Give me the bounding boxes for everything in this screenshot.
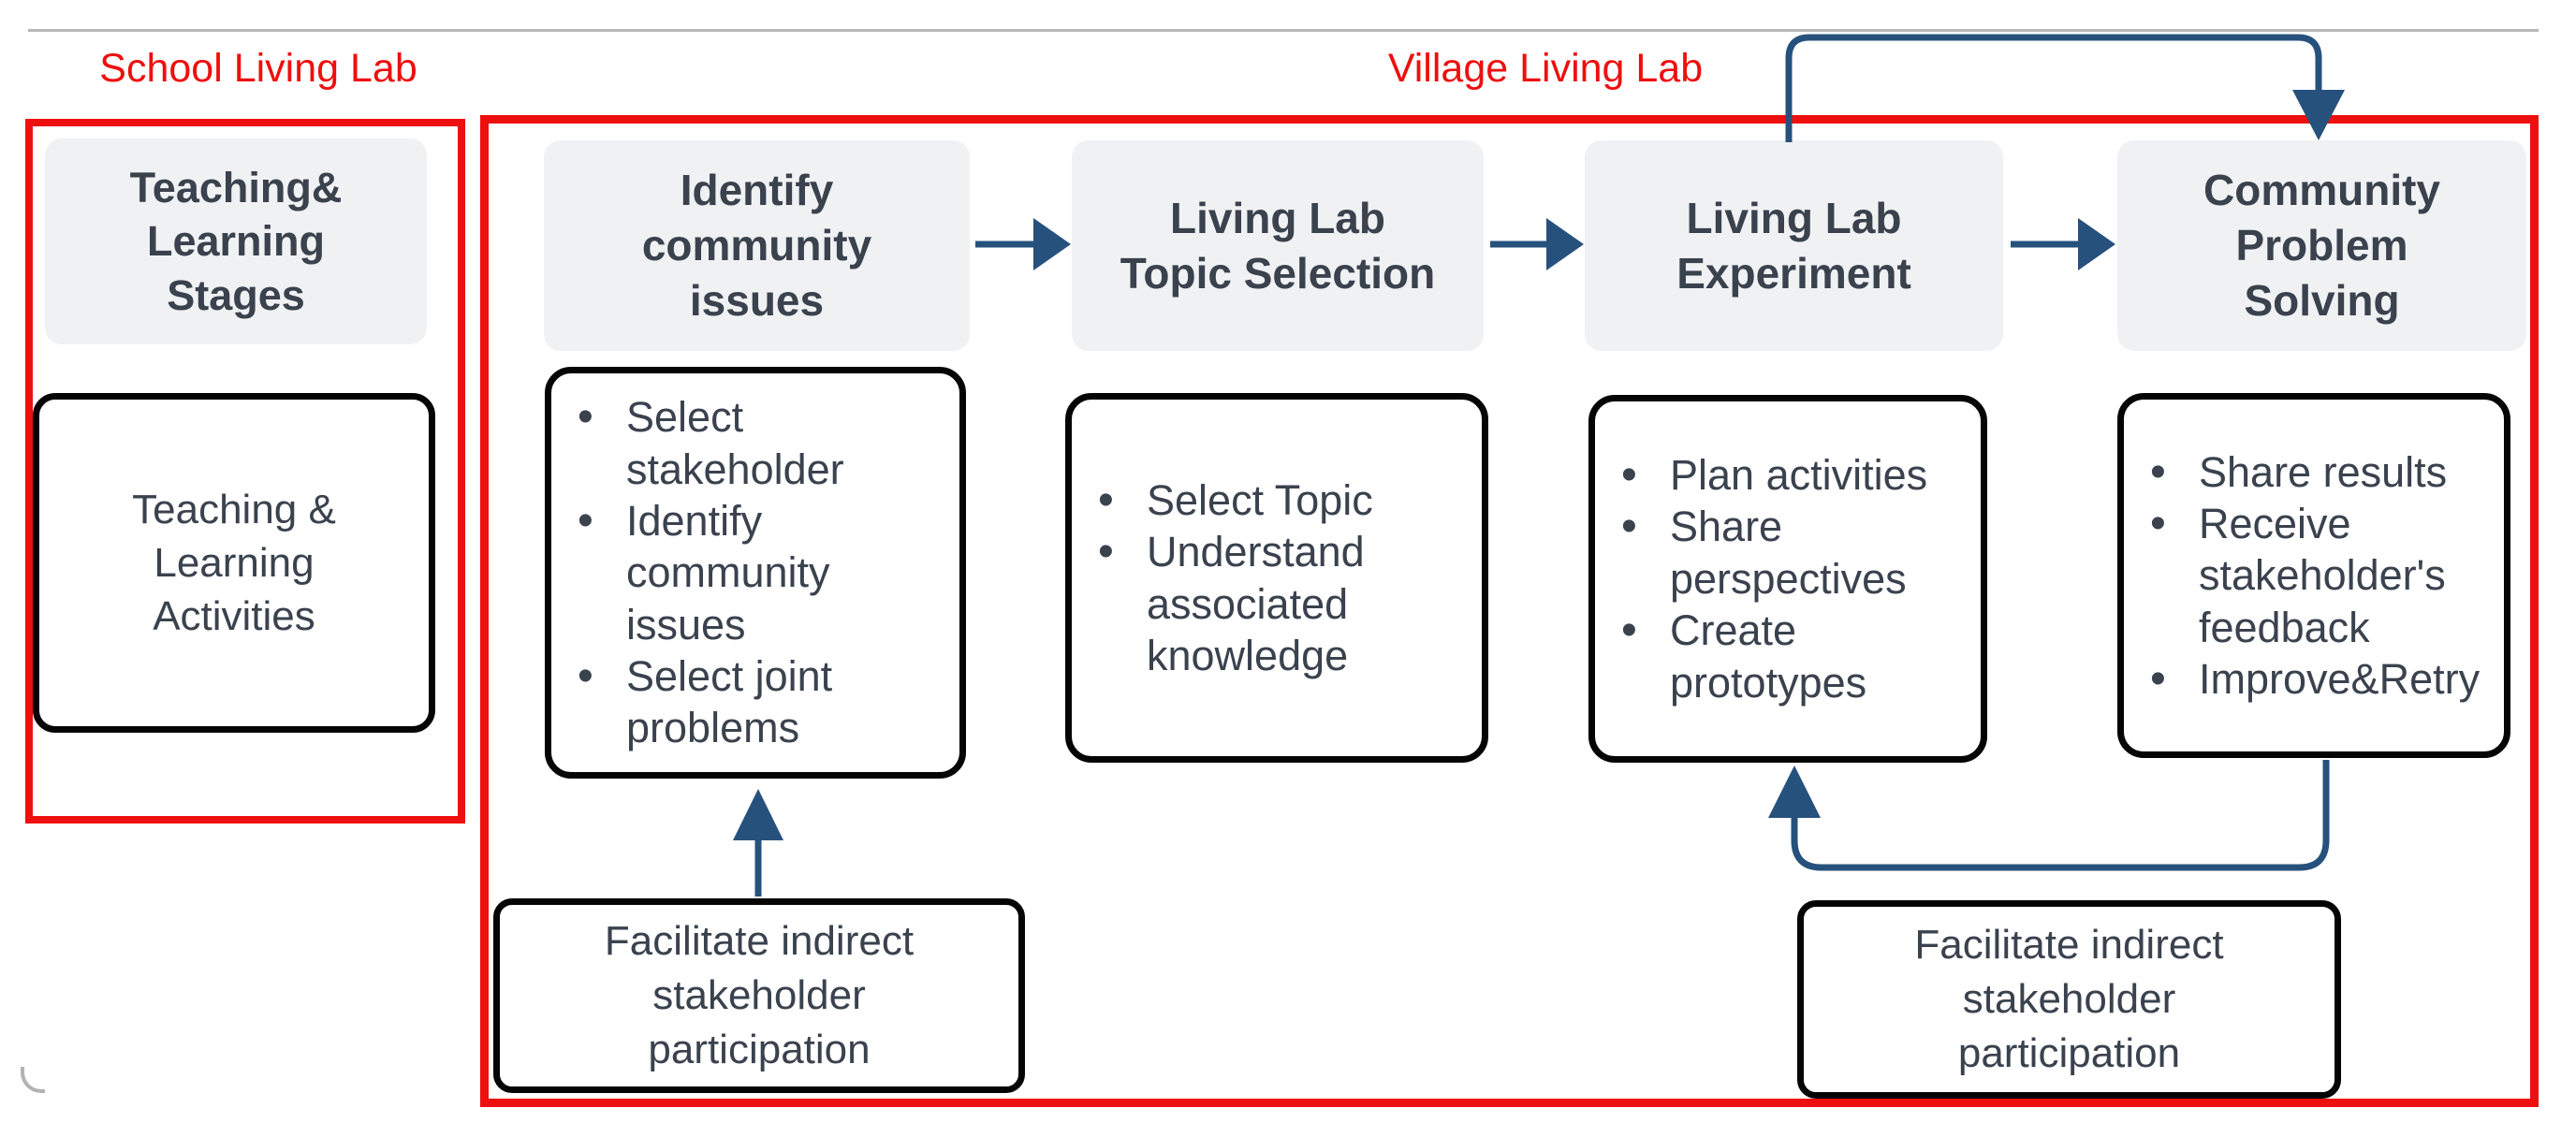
teaching-learning-activities-box: Teaching & Learning Activities	[33, 393, 435, 733]
bullet-list: Share results Receive stakeholder's feed…	[2144, 445, 2491, 707]
stage-header-identify-issues: Identify community issues	[544, 140, 970, 351]
teaching-learning-stages-header: Teaching& Learning Stages	[45, 138, 427, 344]
activities-box-problem-solving: Share results Receive stakeholder's feed…	[2117, 393, 2510, 758]
bullet-item: Understand associated knowledge	[1092, 524, 1469, 681]
stage-header-problem-solving: Community Problem Solving	[2117, 140, 2526, 351]
facilitate-participation-box-left: Facilitate indirect stakeholder particip…	[493, 898, 1025, 1093]
facilitate-participation-box-right: Facilitate indirect stakeholder particip…	[1797, 900, 2341, 1099]
bullet-list: Plan activities Share perspectives Creat…	[1616, 447, 1968, 708]
bullet-item: Select joint problems	[572, 649, 946, 754]
bullet-list: Select Topic Understand associated knowl…	[1092, 473, 1469, 681]
activities-box-experiment: Plan activities Share perspectives Creat…	[1588, 395, 1987, 763]
bullet-item: Select Topic	[1092, 473, 1469, 528]
village-living-lab-label: Village Living Lab	[1387, 46, 1704, 91]
bullet-item: Improve&Retry	[2144, 651, 2491, 707]
bullet-item: Plan activities	[1616, 447, 1968, 503]
stage-header-experiment: Living Lab Experiment	[1585, 140, 2003, 351]
bullet-item: Share perspectives	[1616, 499, 1968, 605]
bullet-list: Select stakeholder Identify community is…	[572, 389, 946, 754]
activities-box-topic-selection: Select Topic Understand associated knowl…	[1065, 393, 1488, 763]
slide-top-border	[28, 29, 2539, 32]
bullet-item: Receive stakeholder's feedback	[2144, 496, 2491, 653]
bullet-item: Create prototypes	[1616, 603, 1968, 708]
school-living-lab-label: School Living Lab	[99, 46, 417, 91]
bullet-item: Share results	[2144, 445, 2491, 500]
bullet-item: Identify community issues	[572, 493, 946, 650]
corner-artifact-mark	[21, 1067, 45, 1093]
bullet-item: Select stakeholder	[572, 389, 946, 495]
village-living-lab-frame	[480, 115, 2539, 1107]
activities-box-identify-issues: Select stakeholder Identify community is…	[545, 367, 966, 779]
school-living-lab-frame	[25, 119, 465, 824]
stage-header-topic-selection: Living Lab Topic Selection	[1072, 140, 1484, 351]
